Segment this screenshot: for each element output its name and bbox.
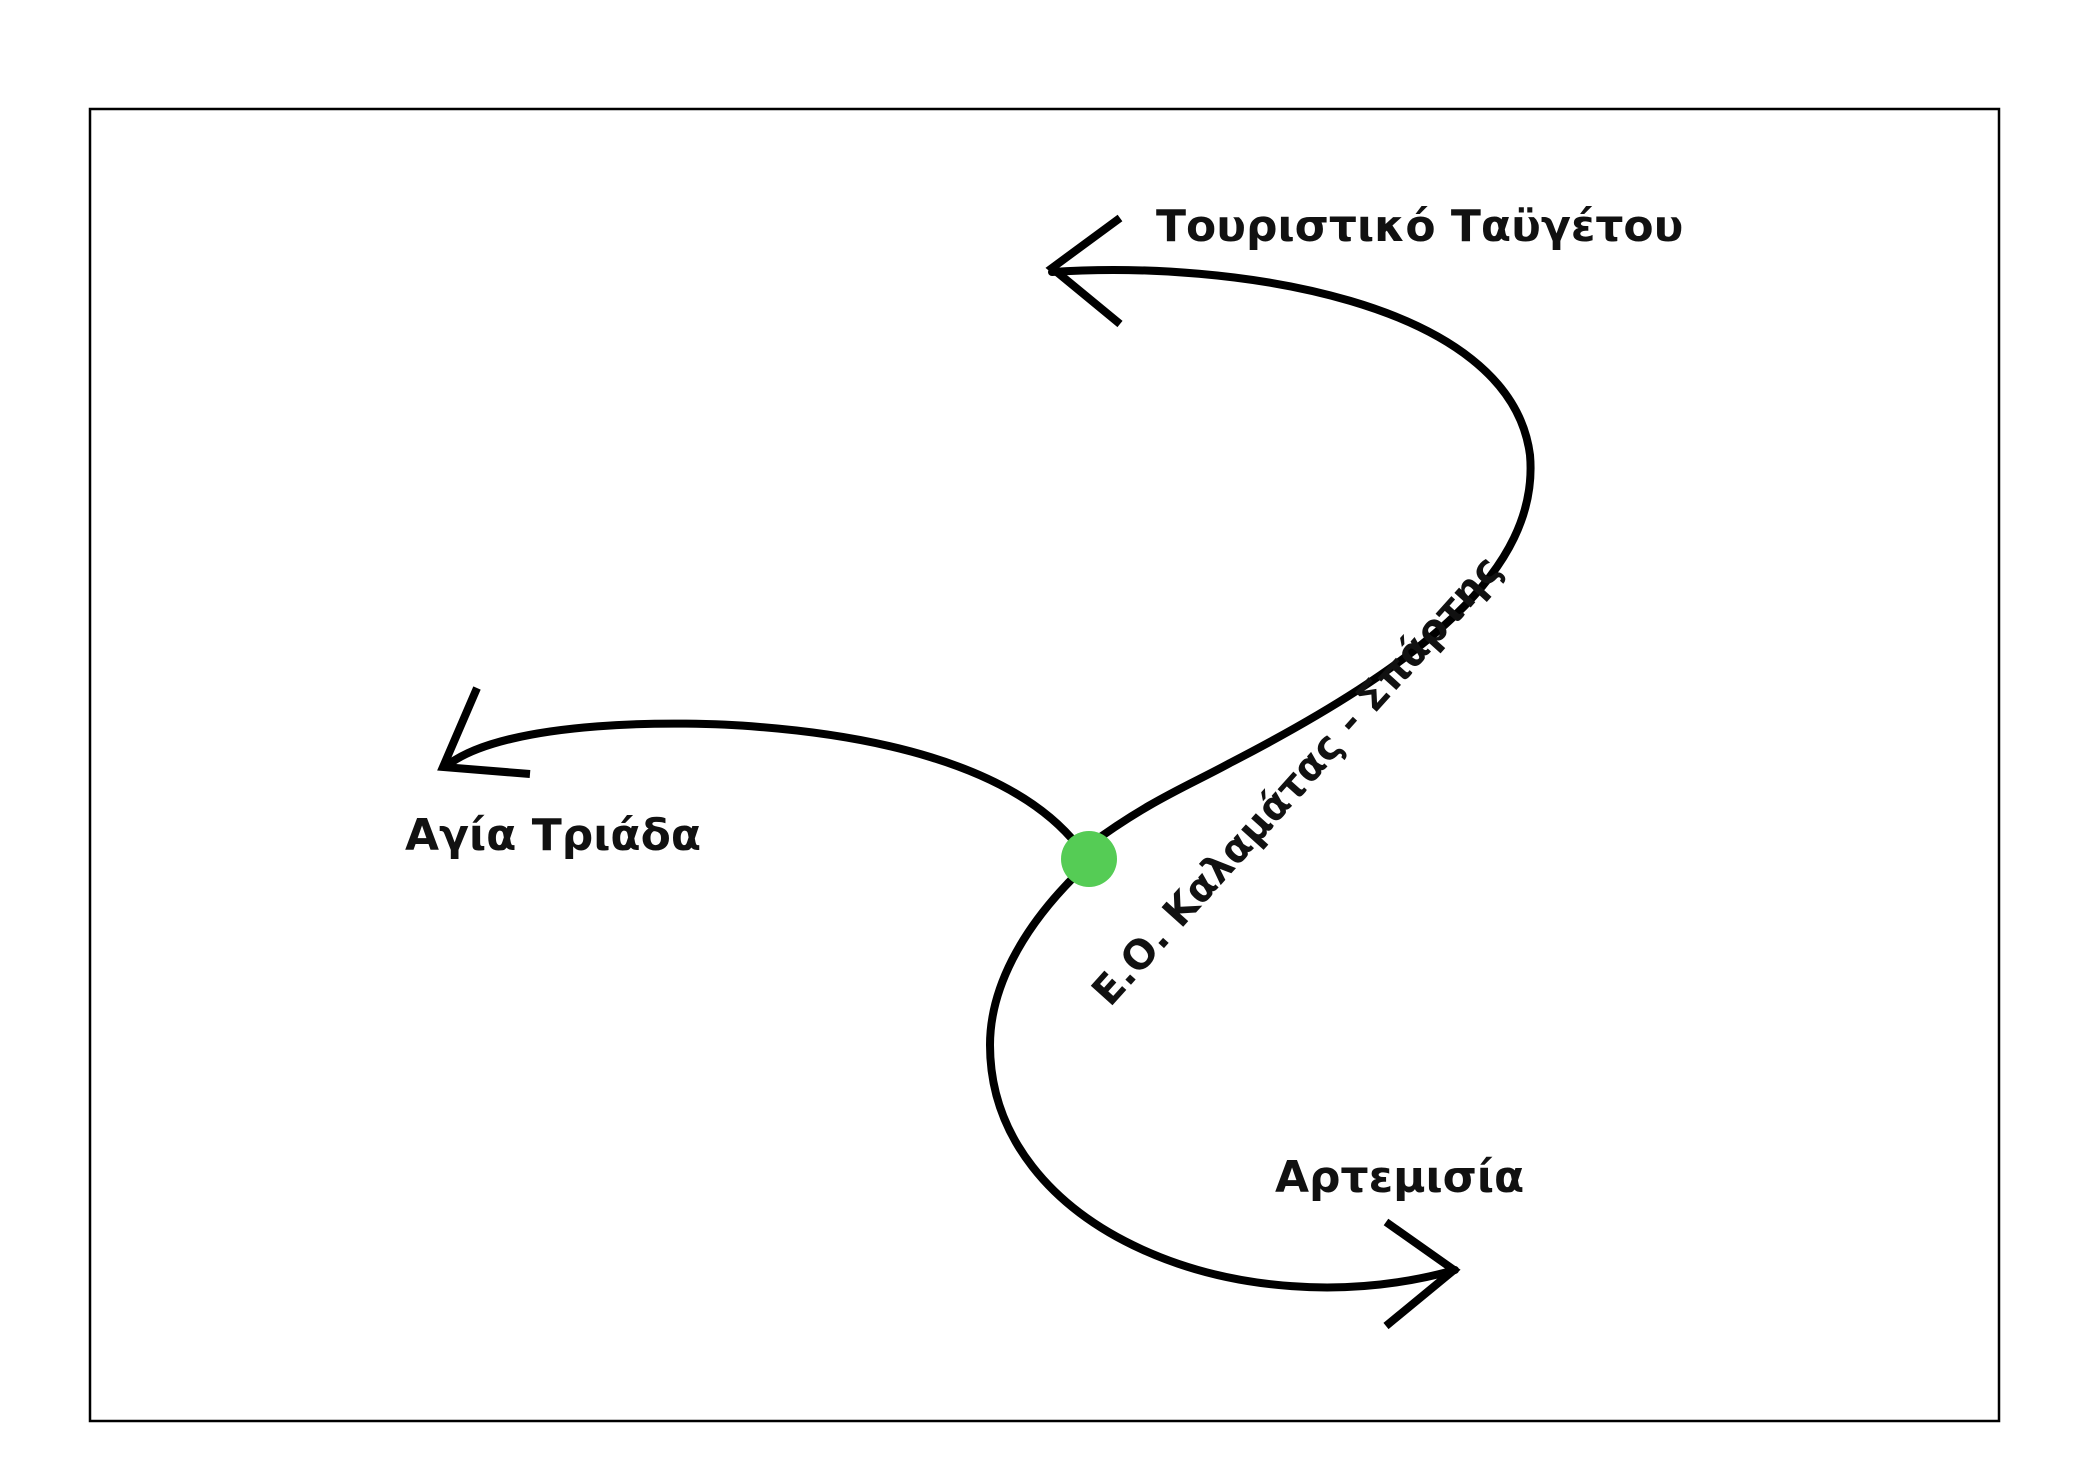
arrowhead-agia-triada-icon xyxy=(437,686,531,778)
label-agia-triada: Αγία Τριάδα xyxy=(405,810,701,861)
arrowhead-artemisia-icon xyxy=(1383,1218,1461,1330)
road-to-agia-triada xyxy=(445,719,1082,850)
map-frame xyxy=(88,107,2001,1423)
location-marker-icon xyxy=(1061,831,1117,887)
label-main-road: Ε.Ο. Καλαμάτας - Σπάρτης xyxy=(1083,547,1510,1015)
arrowhead-touristiko-icon xyxy=(1045,214,1123,328)
label-artemisia: Αρτεμισία xyxy=(1275,1152,1524,1203)
road-to-artemisia xyxy=(985,869,1459,1292)
road-to-touristiko-taygetou xyxy=(1048,266,1535,850)
label-touristiko-taygetou: Τουριστικό Ταϋγέτου xyxy=(1156,201,1683,252)
